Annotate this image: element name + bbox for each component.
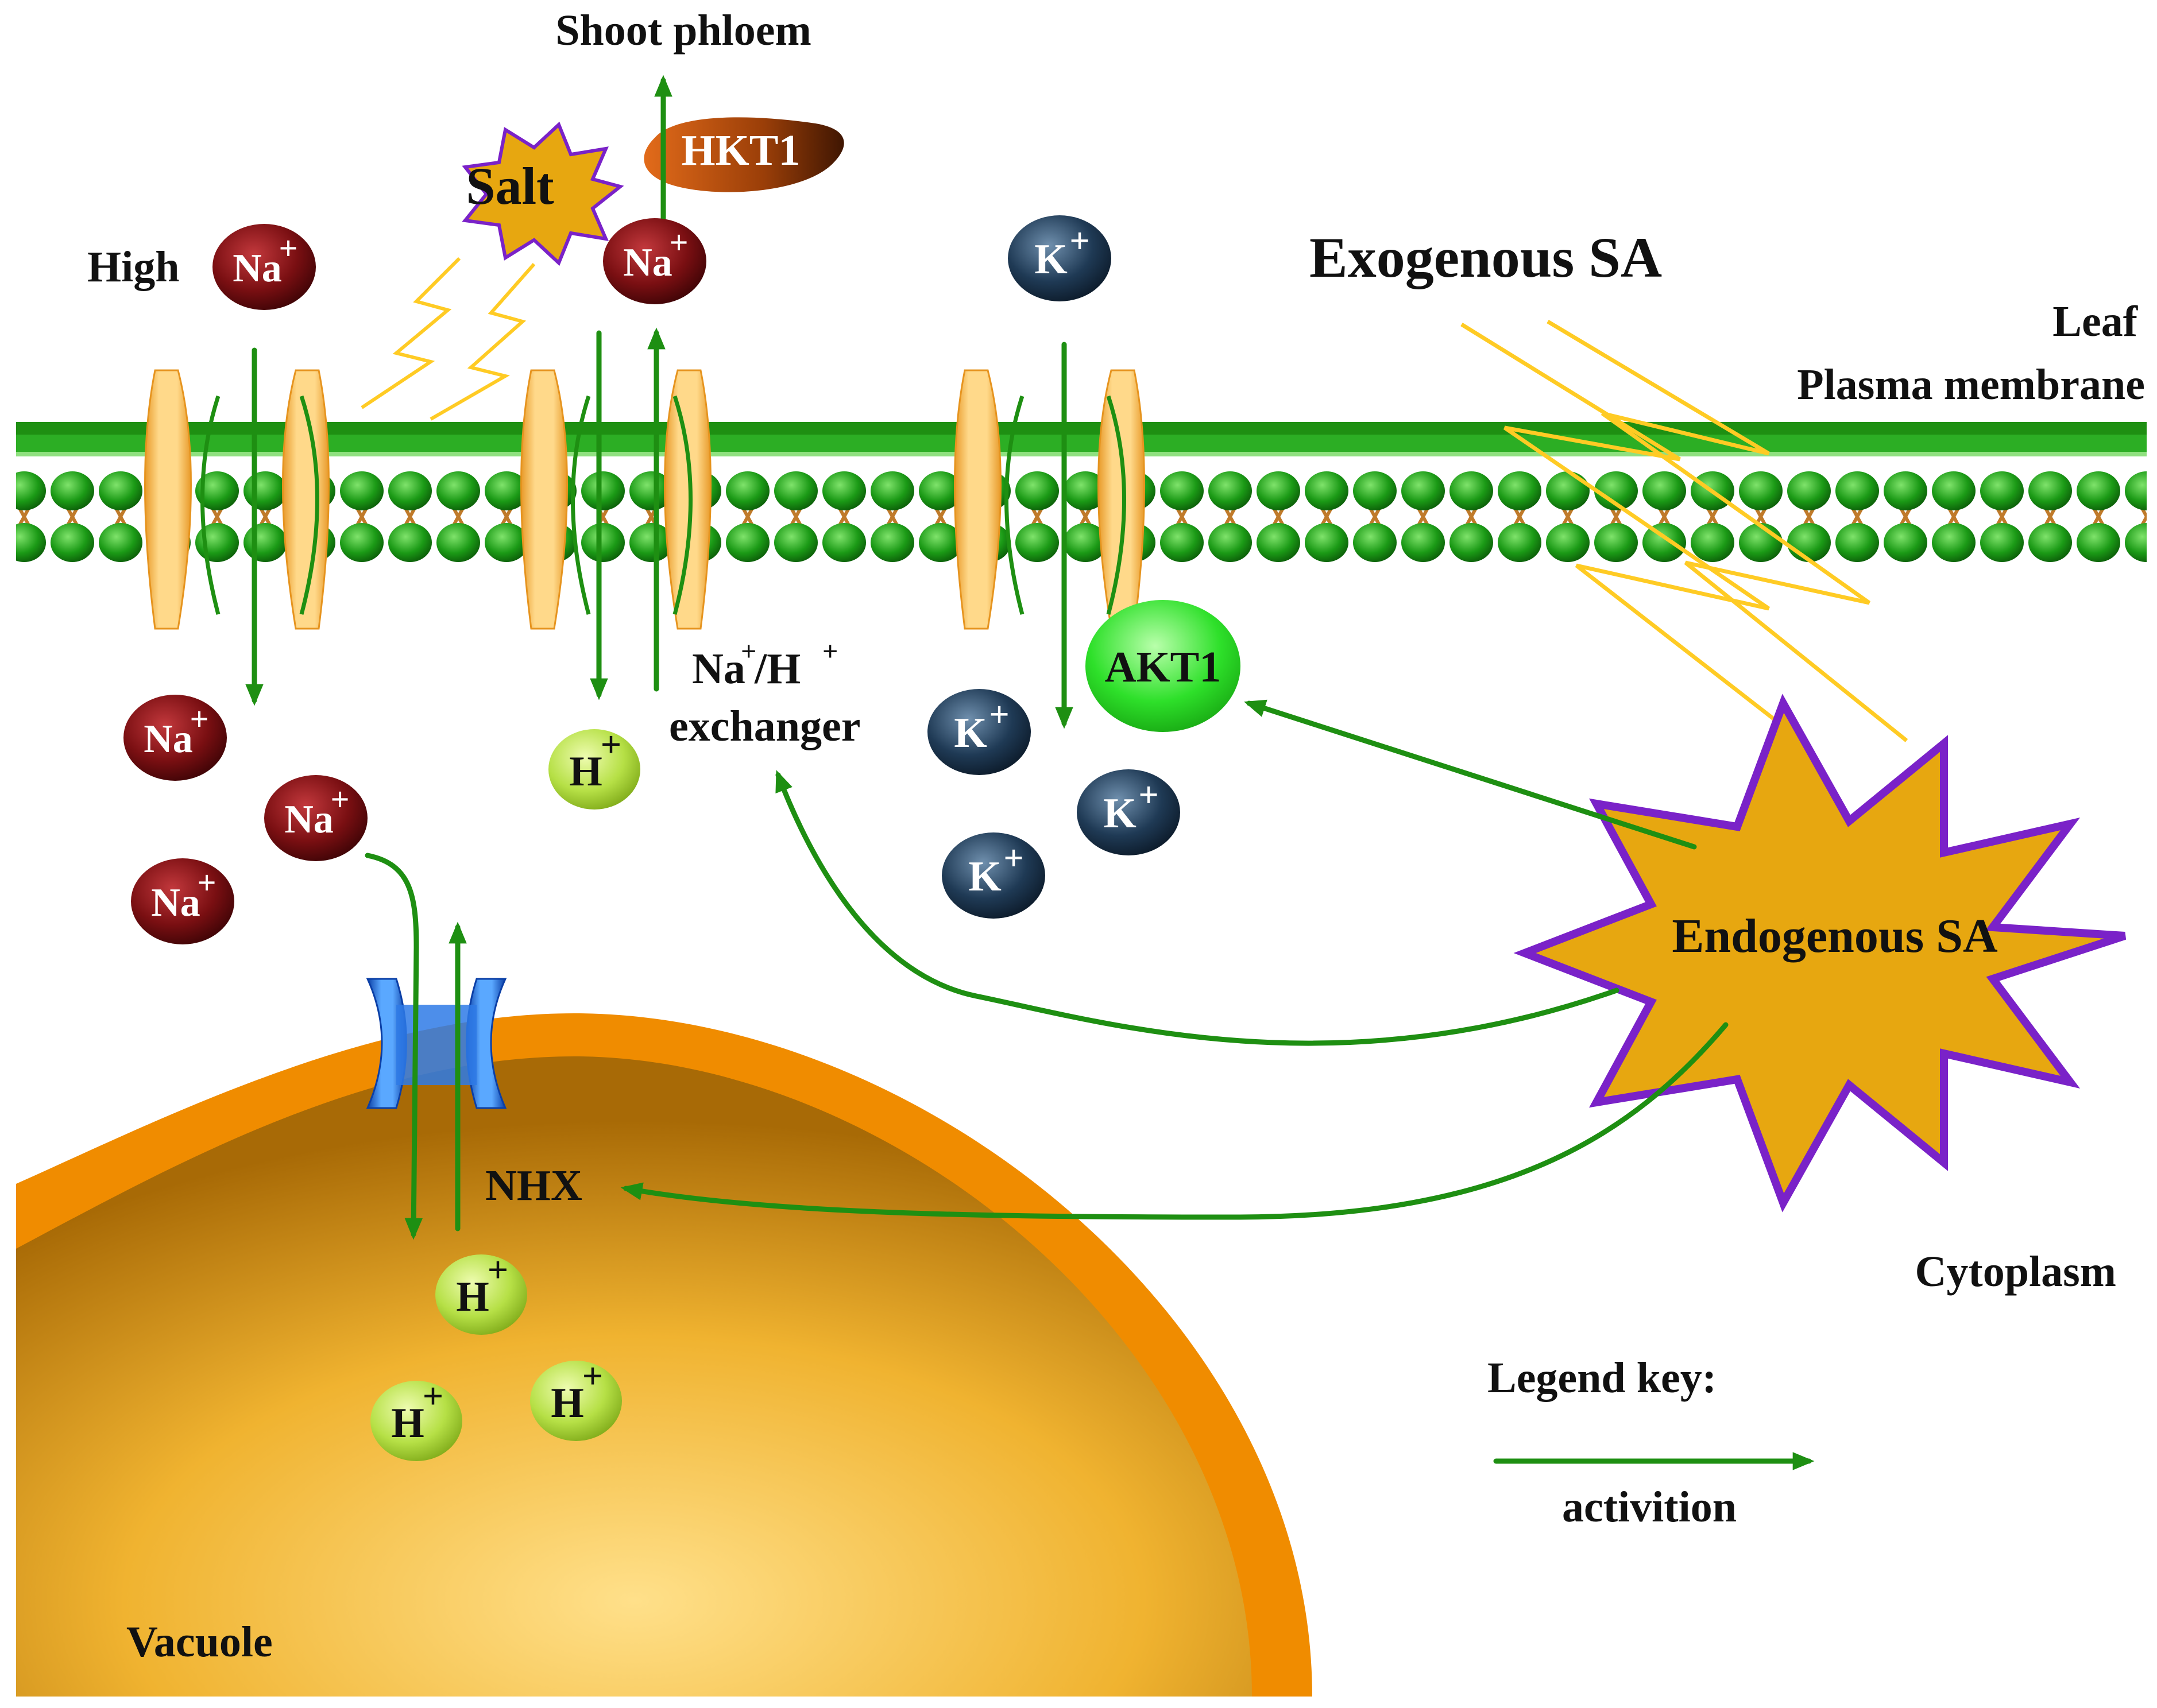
plus-label: +: [601, 724, 621, 765]
legend: Legend key: activition: [1487, 1354, 1815, 1531]
k-ion-label: K: [954, 710, 987, 757]
high-label: High: [87, 243, 180, 291]
k-ion-label: K: [1103, 790, 1137, 837]
h-ion-label: H: [569, 748, 602, 795]
plus-label: +: [669, 224, 688, 261]
na-ion-label: Na: [151, 881, 200, 925]
na-h-exchanger-label: Na + /H + exchanger: [669, 636, 860, 750]
plus-label: +: [197, 864, 216, 901]
h-ion-label: H: [551, 1380, 584, 1427]
salt-lightning-icon: [361, 257, 536, 421]
h-ion-vacuole: H +: [370, 1376, 462, 1461]
plus-label: +: [488, 1249, 508, 1290]
exogenous-sa-label: Exogenous SA: [1309, 226, 1662, 289]
na-ion-label: Na: [623, 241, 672, 285]
k-ion-cytoplasm: K +: [1077, 769, 1180, 855]
endogenous-sa-label: Endogenous SA: [1672, 909, 1998, 963]
exchanger-na-plus: +: [741, 636, 756, 667]
k-ion-cytoplasm: K +: [927, 689, 1031, 775]
h-ion-vacuole: H +: [530, 1355, 622, 1441]
akt1-transporter: AKT1: [1085, 600, 1240, 732]
na-ion-cytoplasm: Na +: [131, 858, 234, 944]
na-influx-channel: [144, 369, 330, 630]
h-ion-label: H: [391, 1400, 424, 1447]
plus-label: +: [190, 700, 208, 738]
h-ion-vacuole: H +: [435, 1249, 527, 1335]
h-ion-cytoplasm: H +: [548, 724, 640, 810]
exchanger-na-label: Na: [692, 645, 745, 693]
k-ion-label: K: [1034, 236, 1068, 283]
nhx-label: NHX: [485, 1161, 582, 1210]
plus-label: +: [582, 1355, 603, 1396]
salt-star: Salt: [462, 121, 624, 266]
na-ion-cytoplasm: Na +: [123, 695, 227, 781]
akt1-label: AKT1: [1105, 643, 1221, 691]
activation-arrows: [620, 699, 1729, 1220]
cytoplasm-label: Cytoplasm: [1915, 1248, 2116, 1296]
na-ion-label: Na: [284, 797, 334, 842]
k-ion-outside: K +: [1008, 215, 1111, 301]
plus-label: +: [1069, 222, 1089, 261]
exogenous-sa-lightning-icon: [1460, 319, 1908, 748]
plus-label: +: [330, 781, 349, 818]
exchanger-label: exchanger: [669, 702, 860, 750]
hkt1-label: HKT1: [682, 126, 801, 175]
plasma-membrane: [16, 422, 2147, 571]
plasma-membrane-label: Plasma membrane: [1797, 361, 2145, 409]
salt-label: Salt: [466, 157, 554, 215]
legend-activition-label: activition: [1562, 1483, 1737, 1531]
vacuole: [16, 1013, 1312, 1697]
na-h-exchanger-channel: [520, 369, 712, 630]
na-ion-label: Na: [233, 246, 282, 291]
leaf-label: Leaf: [2052, 297, 2138, 346]
plus-label: +: [279, 230, 297, 267]
h-ion-label: H: [456, 1273, 489, 1320]
k-channel: [954, 369, 1145, 630]
k-ion-cytoplasm: K +: [942, 832, 1045, 919]
hkt1-transporter: HKT1: [644, 117, 844, 192]
na-ion-outside-high: Na +: [212, 224, 316, 310]
vacuole-label: Vacuole: [126, 1618, 273, 1666]
na-ion-label: Na: [144, 717, 193, 761]
na-ion-outside-hkt: Na +: [603, 218, 706, 304]
transport-arrows: [245, 75, 1073, 1240]
nhx-channel: [366, 978, 507, 1109]
exchanger-h-plus: +: [822, 636, 838, 667]
shoot-phloem-label: Shoot phloem: [555, 6, 811, 55]
plus-label: +: [423, 1376, 443, 1416]
k-ion-label: K: [968, 853, 1002, 900]
plus-label: +: [1003, 839, 1023, 878]
legend-title: Legend key:: [1487, 1354, 1717, 1402]
exchanger-h-label: /H: [754, 645, 801, 693]
plus-label: +: [989, 695, 1009, 734]
na-ion-cytoplasm: Na +: [264, 775, 368, 861]
plus-label: +: [1138, 776, 1158, 815]
